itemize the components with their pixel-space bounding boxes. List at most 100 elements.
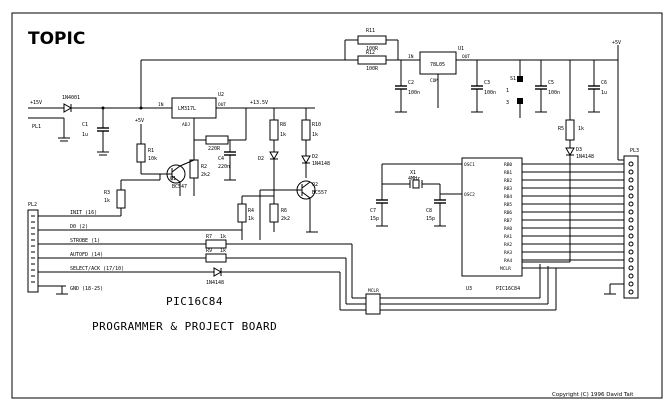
caption-line2: PROGRAMMER & PROJECT BOARD — [92, 320, 277, 333]
capacitor-c8: C8 15p — [426, 199, 446, 227]
svg-text:100n: 100n — [408, 90, 420, 96]
svg-text:1k: 1k — [312, 132, 318, 138]
svg-text:R3: R3 — [104, 190, 110, 196]
svg-text:BC557: BC557 — [312, 190, 327, 196]
svg-text:OUT: OUT — [462, 54, 470, 60]
capacitor-c4: C4 220n — [218, 140, 236, 181]
mclr-header: MCLR — [365, 288, 381, 315]
svg-text:R6: R6 — [281, 208, 287, 214]
svg-text:R8: R8 — [280, 122, 286, 128]
diode-select: 1N4148 — [206, 267, 224, 286]
svg-text:RA2: RA2 — [504, 242, 512, 248]
svg-text:R11: R11 — [366, 28, 375, 34]
lpt-gnd: GND (18-25) — [70, 286, 103, 292]
svg-text:C6: C6 — [601, 80, 607, 86]
capacitor-c2: C2 100n — [395, 60, 420, 113]
svg-text:C7: C7 — [370, 208, 376, 214]
led-d2: D2 — [258, 151, 279, 162]
svg-text:R7: R7 — [206, 234, 212, 240]
svg-text:C5: C5 — [548, 80, 554, 86]
title: TOPIC — [28, 29, 85, 49]
svg-text:Q1: Q1 — [170, 176, 176, 182]
svg-text:C2: C2 — [408, 80, 414, 86]
svg-text:100R: 100R — [366, 46, 379, 52]
caption-line1: PIC16C84 — [166, 295, 223, 308]
svg-text:4MHz: 4MHz — [408, 176, 420, 182]
svg-text:1k: 1k — [220, 234, 226, 240]
svg-text:RA3: RA3 — [504, 250, 512, 256]
svg-text:C3: C3 — [484, 80, 490, 86]
svg-text:OSC1: OSC1 — [464, 162, 475, 168]
lpt-select: SELECT/ACK (17/10) — [70, 266, 124, 272]
svg-text:1k: 1k — [280, 132, 286, 138]
svg-text:S1: S1 — [510, 76, 516, 82]
svg-text:R5: R5 — [558, 126, 564, 132]
resistor-r12: R12 100R — [357, 50, 387, 72]
svg-text:100n: 100n — [548, 90, 560, 96]
svg-text:U2: U2 — [218, 92, 224, 98]
svg-text:1k: 1k — [220, 248, 226, 254]
resistor-r7: R7 1k — [205, 234, 227, 249]
svg-text:D2: D2 — [258, 156, 264, 162]
connector-pl3: PL3 — [623, 148, 639, 299]
copyright: Copyright (C) 1996 David Tait — [552, 392, 634, 398]
lpt-autofd: AUTOFD (14) — [70, 252, 103, 258]
input-voltage-label: +15V — [30, 100, 42, 106]
pic16c84-u3: OSC1 OSC2 RB0 RB1 RB2 RB3 RB4 RB5 RB6 RB… — [461, 157, 523, 292]
regulator-u1: 78L05 IN OUT COM U1 — [408, 46, 470, 84]
svg-text:RB4: RB4 — [504, 194, 512, 200]
svg-text:OUT: OUT — [218, 102, 226, 108]
svg-text:PL2: PL2 — [28, 202, 37, 208]
svg-text:OSC2: OSC2 — [464, 192, 475, 198]
svg-text:1N4001: 1N4001 — [62, 95, 80, 101]
capacitor-c6: C6 1u — [588, 60, 607, 113]
pl1-label: PL1 — [32, 124, 41, 130]
svg-text:RB5: RB5 — [504, 202, 512, 208]
svg-text:Q2: Q2 — [312, 182, 318, 188]
svg-text:PIC16C84: PIC16C84 — [496, 286, 520, 292]
svg-text:15p: 15p — [370, 216, 379, 222]
svg-text:X1: X1 — [410, 170, 416, 176]
svg-text:MCLR: MCLR — [368, 288, 379, 294]
svg-text:R2: R2 — [201, 164, 207, 170]
resistor-r4: R4 1k — [237, 196, 254, 240]
svg-text:2k2: 2k2 — [201, 172, 210, 178]
svg-text:C8: C8 — [426, 208, 432, 214]
svg-text:R12: R12 — [366, 50, 375, 56]
svg-text:1: 1 — [506, 88, 509, 94]
svg-text:1N4148: 1N4148 — [206, 280, 224, 286]
svg-text:R10: R10 — [312, 122, 321, 128]
svg-text:RB3: RB3 — [504, 186, 512, 192]
resistor-r11: R11 100R — [357, 28, 387, 52]
svg-text:78L05: 78L05 — [430, 62, 445, 68]
svg-text:1u: 1u — [601, 90, 607, 96]
capacitor-c7: C7 15p — [370, 199, 388, 227]
svg-text:R4: R4 — [248, 208, 254, 214]
diode-d1: 1N4001 — [62, 95, 80, 113]
crystal-x1: X1 4MHz — [382, 170, 440, 189]
svg-text:R1: R1 — [148, 148, 154, 154]
svg-text:RB6: RB6 — [504, 210, 512, 216]
svg-text:ADJ: ADJ — [182, 122, 190, 128]
svg-text:U3: U3 — [466, 286, 472, 292]
svg-text:RB1: RB1 — [504, 170, 512, 176]
svg-text:LM317L: LM317L — [178, 106, 196, 112]
resistor-r1: +5V R1 10k — [135, 118, 160, 175]
svg-text:RA1: RA1 — [504, 234, 512, 240]
svg-text:RA0: RA0 — [504, 226, 512, 232]
transistor-q1: Q1 BC547 — [166, 164, 187, 190]
svg-text:1N4148: 1N4148 — [576, 154, 594, 160]
capacitor-c1: C1 1u — [82, 108, 109, 156]
svg-text:15p: 15p — [426, 216, 435, 222]
vcc-5v-label: +5V — [612, 40, 621, 46]
svg-text:IN: IN — [408, 54, 414, 60]
svg-text:RB2: RB2 — [504, 178, 512, 184]
svg-text:C1: C1 — [82, 122, 88, 128]
svg-text:MCLR: MCLR — [500, 266, 511, 272]
resistor-r6: R6 2k2 — [269, 196, 290, 232]
resistor-r10: R10 1k — [301, 119, 321, 141]
svg-text:R9: R9 — [206, 248, 212, 254]
connector-pl2: PL2 — [27, 202, 39, 293]
